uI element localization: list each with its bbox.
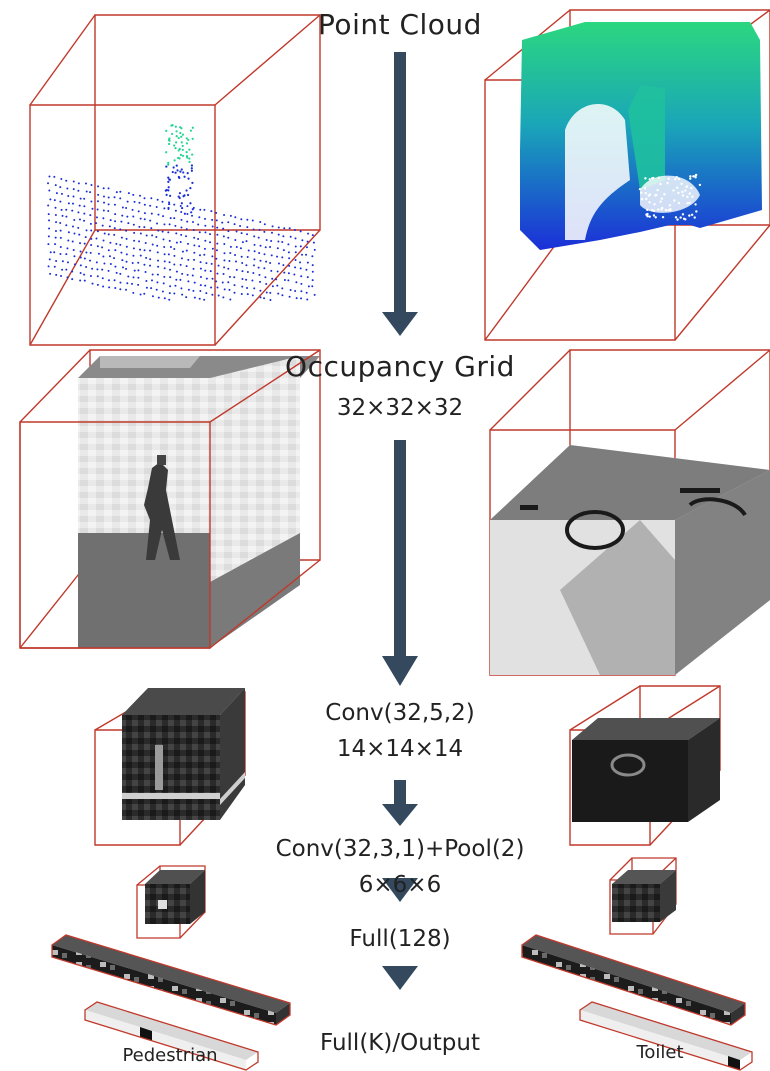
conv1-label: Conv(32,5,2) [325, 700, 475, 726]
voxel-cube [489, 349, 770, 676]
output-label: Full(K)/Output [319, 1030, 480, 1056]
toilet-class-label: Toilet [636, 1042, 684, 1063]
down-arrow [382, 966, 418, 990]
point-cloud-toilet [484, 9, 770, 341]
voxel-cube [84, 1001, 259, 1071]
voxel-cube [521, 934, 746, 1026]
grid-size-label: 32×32×32 [336, 395, 464, 421]
voxel-cube [569, 685, 721, 846]
voxel-cube [19, 349, 321, 649]
conv2-size-label: 6×6×6 [358, 872, 442, 898]
down-arrow [382, 878, 418, 902]
voxel-cube [579, 1001, 753, 1071]
conv1-size-label: 14×14×14 [336, 736, 464, 762]
point-cloud-label: Point Cloud [318, 8, 482, 41]
conv2-label: Conv(32,3,1)+Pool(2) [275, 836, 525, 862]
down-arrow [382, 52, 418, 336]
occupancy-grid-label: Occupancy Grid [285, 350, 515, 383]
down-arrow [382, 440, 418, 686]
down-arrow [382, 780, 418, 826]
voxel-cube [51, 934, 291, 1026]
pedestrian-class-label: Pedestrian [122, 1045, 218, 1066]
voxel-cube [94, 688, 246, 846]
full-128-label: Full(128) [349, 926, 451, 952]
voxel-cube [136, 865, 206, 939]
voxel-cube [609, 857, 677, 935]
point-cloud-pedestrian [29, 14, 321, 346]
